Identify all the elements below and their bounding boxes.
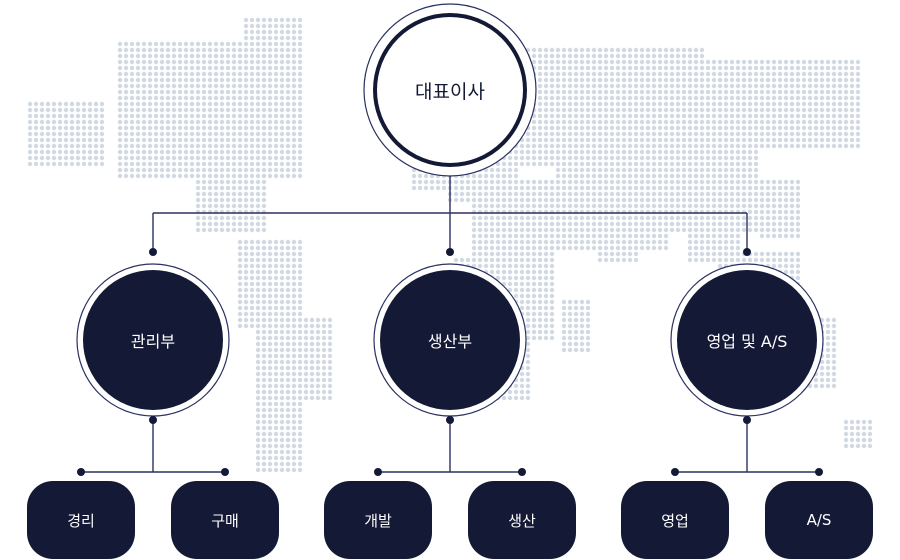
team-node [27,481,135,559]
department-node [380,270,520,410]
team-stem-dot [446,416,454,424]
team-connector-dot [518,468,526,476]
department-node [83,270,223,410]
team-node [171,481,279,559]
team-connector-dot [815,468,823,476]
team-stem-dot [149,416,157,424]
department-connector-dot [743,248,751,256]
department-node [677,270,817,410]
team-node [324,481,432,559]
team-connector-dot [374,468,382,476]
team-connector-dot [77,468,85,476]
team-node [468,481,576,559]
department-connector-dot [446,248,454,256]
team-connector-dot [221,468,229,476]
root-node [373,13,527,167]
department-connector-dot [149,248,157,256]
team-connector-dot [671,468,679,476]
team-stem-dot [743,416,751,424]
team-node [765,481,873,559]
team-node [621,481,729,559]
